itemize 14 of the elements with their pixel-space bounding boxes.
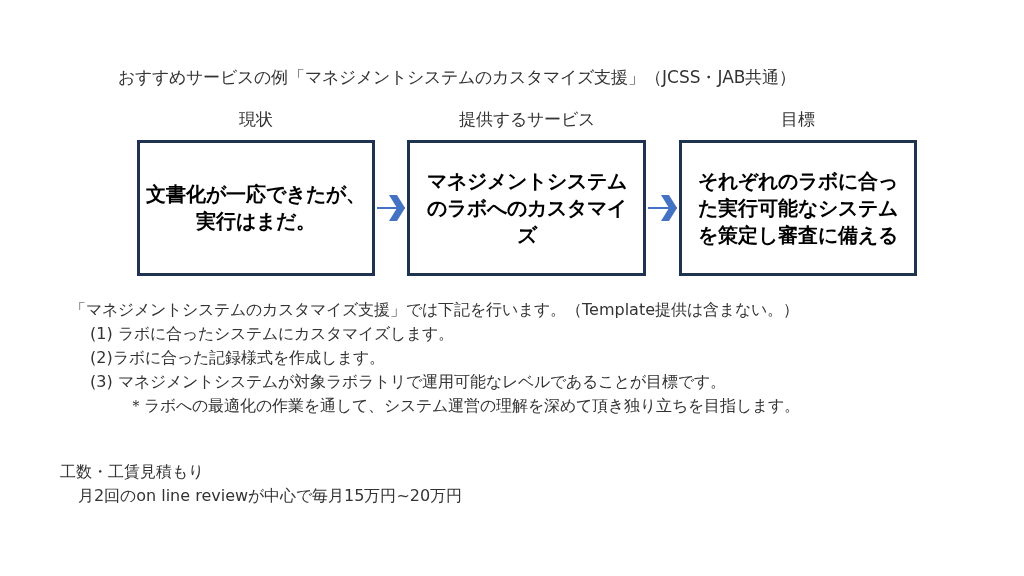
note-text: ＊ラボへの最適化の作業を通して、システム運営の理解を深めて頂き独り立ちを目指します。 [128, 396, 800, 417]
process-box: マネジメントシステムのラボへのカスタマイズ [407, 140, 646, 276]
process-box: 文書化が一応できたが、実行はまだ。 [137, 140, 375, 276]
note-text: 「マネジメントシステムのカスタマイズ支援」では下記を行います。（Template提供は含まない。） [70, 300, 799, 321]
section-heading: 工数・工賃見積もり [60, 462, 204, 483]
process-box: それぞれのラボに合った実行可能なシステムを策定し審査に備える [679, 140, 917, 276]
column-heading: 提供するサービス [457, 108, 596, 131]
list-item: (1) ラボに合ったシステムにカスタマイズします。 [90, 324, 454, 345]
title: おすすめサービスの例「マネジメントシステムのカスタマイズ支援」（JCSS・JAB共通） [118, 66, 797, 89]
list-item: (2)ラボに合った記録様式を作成します。 [90, 348, 385, 369]
column-heading: 目標 [780, 108, 816, 131]
column-heading: 現状 [238, 108, 274, 131]
note-text: 月2回のon line reviewが中心で毎月15万円~20万円 [78, 486, 463, 507]
list-item: (3) マネジメントシステムが対象ラボラトリで運用可能なレベルであることが目標です。 [90, 372, 726, 393]
